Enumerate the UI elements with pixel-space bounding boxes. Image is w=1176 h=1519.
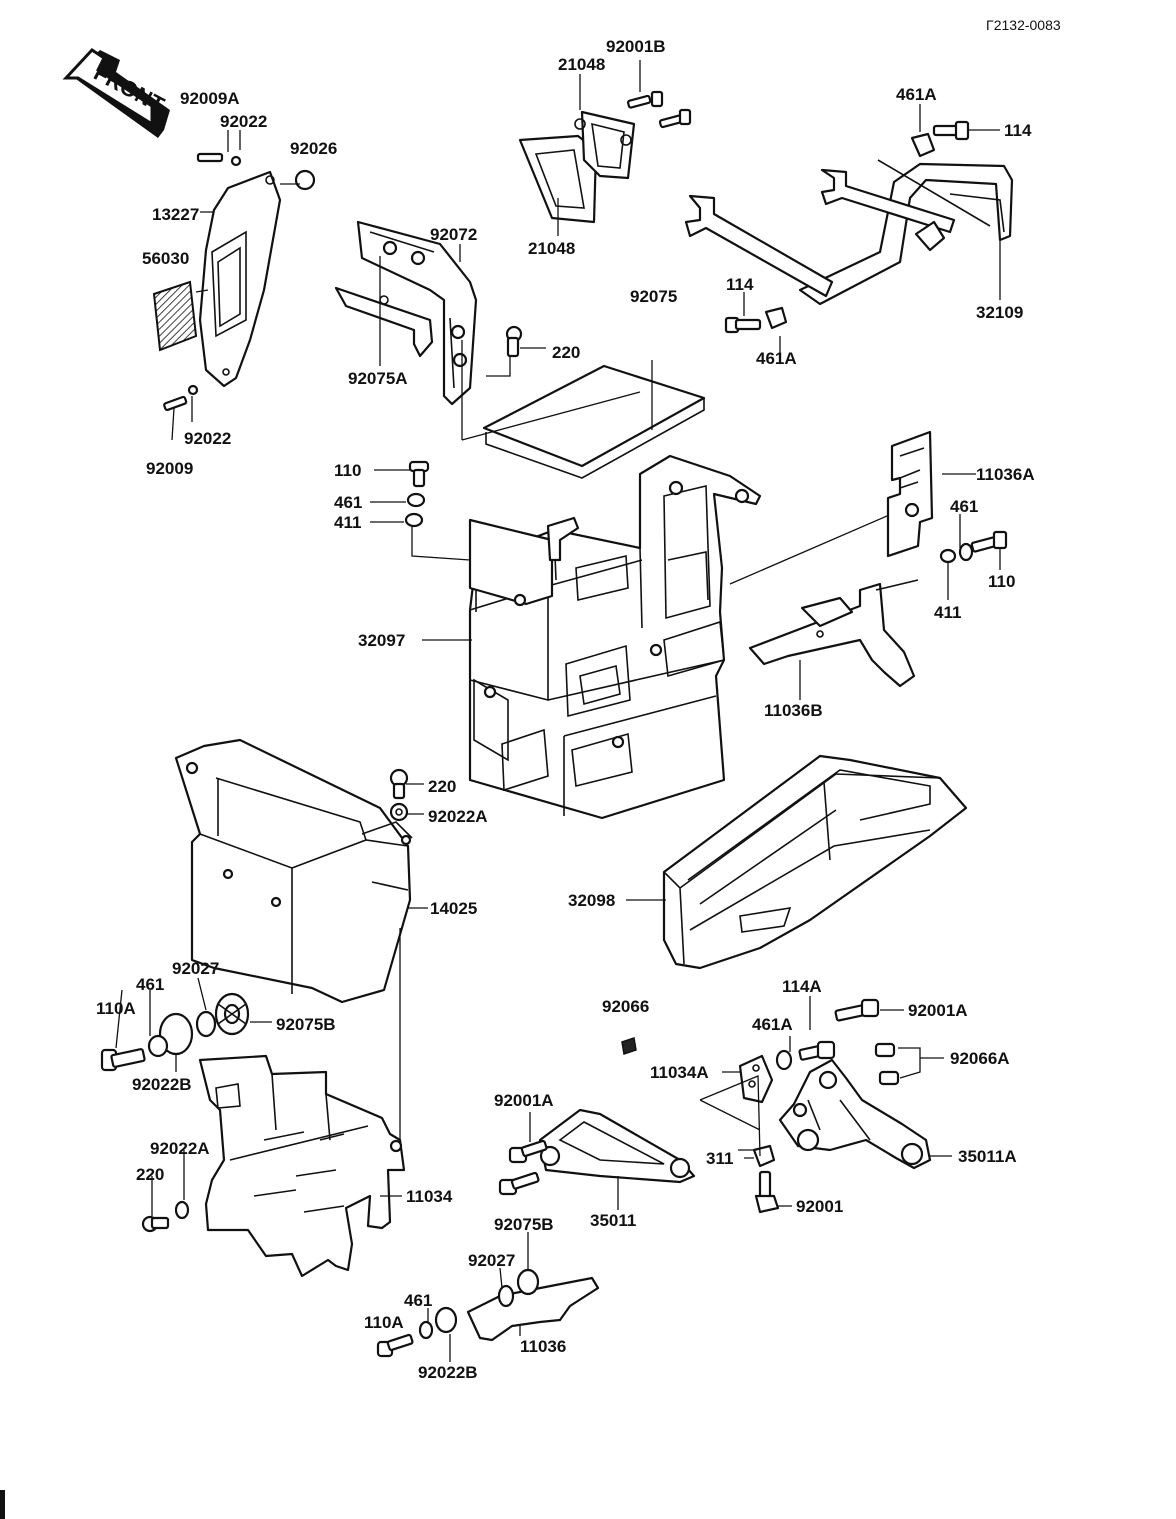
nut-461A-top bbox=[910, 120, 970, 158]
bracket-92075A bbox=[334, 286, 434, 358]
screw-220-low bbox=[141, 1200, 190, 1233]
label-411-left: 411 bbox=[334, 513, 361, 532]
label-110A-bottom: 110A bbox=[364, 1313, 404, 1332]
part-labels: 92001B 21048 21048 461A 114 92009A 92022… bbox=[96, 37, 1035, 1382]
holder-92072 bbox=[356, 220, 478, 406]
label-92066A: 92066A bbox=[950, 1049, 1010, 1068]
label-92022A-low: 92022A bbox=[150, 1139, 210, 1158]
screw-220-mid bbox=[389, 768, 409, 822]
label-92022B-left: 92022B bbox=[132, 1075, 192, 1094]
label-92075A: 92075A bbox=[348, 369, 408, 388]
label-461-left: 461 bbox=[334, 493, 362, 512]
label-11036A: 11036A bbox=[976, 465, 1035, 484]
label-11034A: 11034A bbox=[650, 1063, 709, 1082]
bracket-11034 bbox=[198, 1054, 406, 1278]
bracket-11034A bbox=[738, 1054, 774, 1104]
label-14025: 14025 bbox=[430, 899, 477, 918]
lever-11036 bbox=[376, 1268, 600, 1358]
label-92075: 92075 bbox=[630, 287, 677, 306]
screw-92009A bbox=[196, 152, 316, 191]
box-14025 bbox=[174, 738, 413, 1004]
front-arrow-icon: FRONT bbox=[62, 48, 170, 138]
label-11034: 11034 bbox=[406, 1187, 453, 1206]
bracket-35011A bbox=[778, 1058, 932, 1170]
label-92009: 92009 bbox=[146, 459, 193, 478]
label-56030: 56030 bbox=[142, 249, 189, 268]
bracket-21048 bbox=[518, 110, 636, 224]
label-32109: 32109 bbox=[976, 303, 1023, 322]
side-cover-13227 bbox=[198, 170, 282, 388]
label-92066: 92066 bbox=[602, 997, 649, 1016]
label-92075B-low: 92075B bbox=[494, 1215, 554, 1234]
bracket-35011 bbox=[538, 1108, 696, 1184]
label-114-mid: 114 bbox=[726, 275, 754, 294]
label-311: 311 bbox=[706, 1149, 733, 1168]
label-220-mid: 220 bbox=[428, 777, 456, 796]
grille-56030 bbox=[152, 280, 198, 352]
mount-92075B-left bbox=[100, 992, 250, 1072]
label-92001A-mid: 92001A bbox=[494, 1091, 554, 1110]
label-21048-top: 21048 bbox=[558, 55, 605, 74]
pad-92075 bbox=[461, 340, 706, 479]
label-92001B: 92001B bbox=[606, 37, 666, 56]
label-92027-low: 92027 bbox=[468, 1251, 515, 1270]
label-92009A: 92009A bbox=[180, 89, 240, 108]
bracket-11036A bbox=[886, 430, 934, 558]
label-92001A-right: 92001A bbox=[908, 1001, 968, 1020]
label-92026: 92026 bbox=[290, 139, 337, 158]
battery-case-32097 bbox=[468, 454, 762, 820]
bolts-92001A-mid bbox=[498, 1139, 548, 1196]
label-92022A-mid: 92022A bbox=[428, 807, 488, 826]
label-11036: 11036 bbox=[520, 1337, 566, 1356]
label-35011: 35011 bbox=[590, 1211, 636, 1230]
label-461A-mid: 461A bbox=[756, 349, 797, 368]
label-110-right: 110 bbox=[988, 572, 1015, 591]
tray-32098 bbox=[662, 754, 968, 970]
label-114-top: 114 bbox=[1004, 121, 1032, 140]
drawing-code: Γ2132-0083 bbox=[986, 17, 1061, 33]
grab-handle-32109 bbox=[684, 159, 1014, 306]
label-461A-top: 461A bbox=[896, 85, 937, 104]
screw-92009 bbox=[163, 384, 199, 412]
label-92072: 92072 bbox=[430, 225, 477, 244]
screw-220-top bbox=[505, 325, 523, 358]
screw-92001B bbox=[626, 90, 692, 129]
label-13227: 13227 bbox=[152, 205, 199, 224]
label-114A: 114A bbox=[782, 977, 822, 996]
label-461-lower: 461 bbox=[136, 975, 164, 994]
label-21048-bottom: 21048 bbox=[528, 239, 575, 258]
label-411-right: 411 bbox=[934, 603, 961, 622]
label-32098: 32098 bbox=[568, 891, 615, 910]
label-92022-top: 92022 bbox=[220, 112, 267, 131]
label-11036B: 11036B bbox=[764, 701, 823, 720]
label-110A-left: 110A bbox=[96, 999, 136, 1018]
margin-mark bbox=[0, 1490, 5, 1519]
label-92022B-bottom: 92022B bbox=[418, 1363, 478, 1382]
bolt-110-right bbox=[939, 530, 1008, 564]
label-461-right: 461 bbox=[950, 497, 978, 516]
label-32097: 32097 bbox=[358, 631, 405, 650]
label-461A-low: 461A bbox=[752, 1015, 793, 1034]
bracket-11036B bbox=[748, 579, 919, 688]
label-92022-bottom: 92022 bbox=[184, 429, 231, 448]
hardware-right bbox=[621, 998, 900, 1214]
label-92027-left: 92027 bbox=[172, 959, 219, 978]
label-220-top: 220 bbox=[552, 343, 580, 362]
label-110-left: 110 bbox=[334, 461, 361, 480]
label-92075B-left: 92075B bbox=[276, 1015, 336, 1034]
label-92001: 92001 bbox=[796, 1197, 843, 1216]
label-35011A: 35011A bbox=[958, 1147, 1017, 1166]
label-461-bottom: 461 bbox=[404, 1291, 432, 1310]
label-220-low: 220 bbox=[136, 1165, 164, 1184]
bolt-114-mid bbox=[724, 306, 788, 334]
bolt-110-left bbox=[404, 460, 430, 528]
